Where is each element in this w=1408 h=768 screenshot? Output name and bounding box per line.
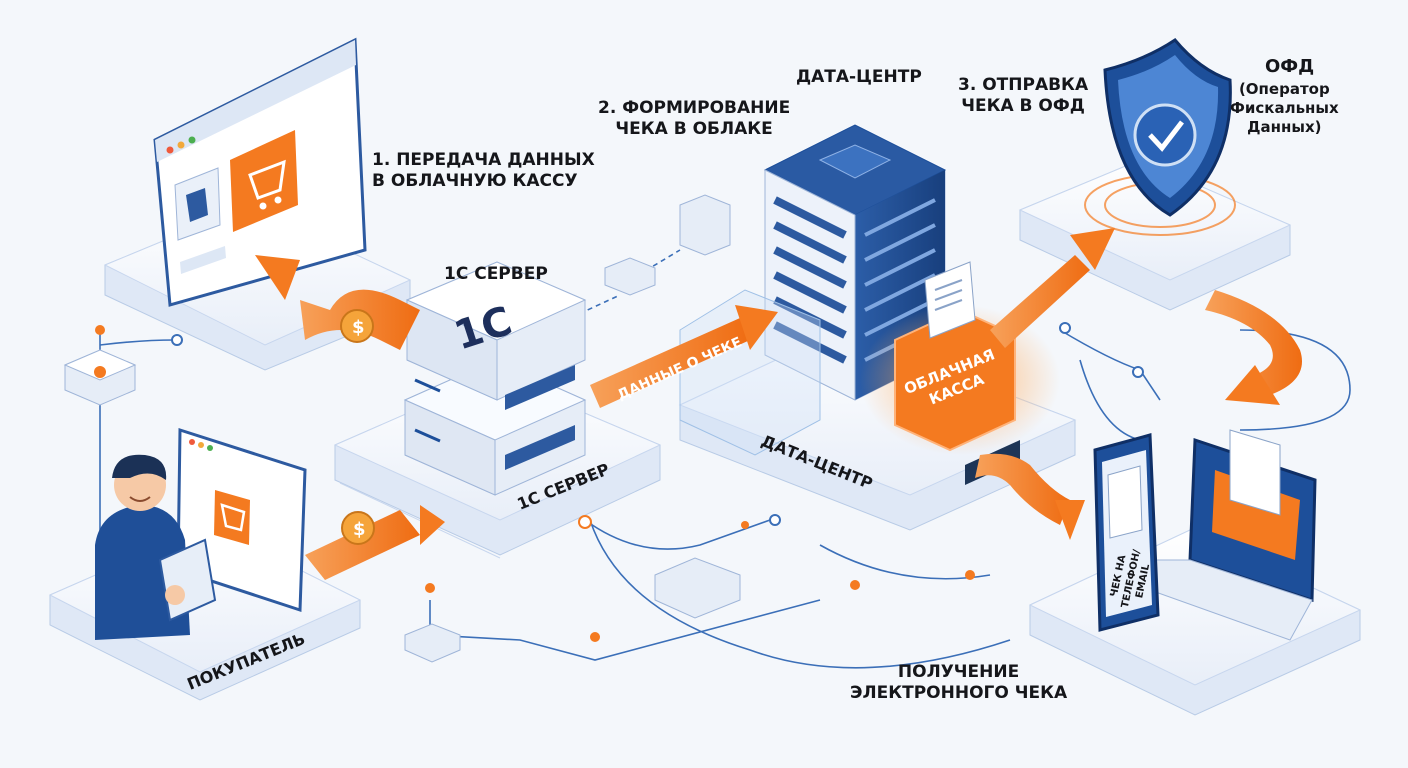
coin-symbol: $ <box>353 519 366 540</box>
step3-label: 3. ОТПРАВКА ЧЕКА В ОФД <box>958 75 1089 117</box>
connection-dots <box>95 325 975 642</box>
ofd-title: ОФД <box>1265 56 1315 77</box>
step1-label: 1. ПЕРЕДАЧА ДАННЫХ В ОБЛАЧНУЮ КАССУ <box>372 150 595 192</box>
smartphone-icon <box>1093 433 1160 632</box>
receive-label: ПОЛУЧЕНИЕ ЭЛЕКТРОННОГО ЧЕКА <box>850 662 1068 704</box>
datacenter-top-label: ДАТА-ЦЕНТР <box>796 67 922 87</box>
shop-monitor <box>153 37 367 307</box>
connection-lines <box>99 249 1351 669</box>
shield-check-icon <box>1103 38 1232 217</box>
coin-symbol: $ <box>352 317 365 338</box>
cloud-cash-box <box>894 261 1016 452</box>
network-node-icon <box>63 194 741 663</box>
receipt-icon <box>1229 429 1281 516</box>
server-1c <box>403 261 587 496</box>
ofd-subtitle: (Оператор Фискальных Данных) <box>1230 80 1339 136</box>
server-top-label: 1С СЕРВЕР <box>444 264 548 284</box>
ofd-platform <box>1018 159 1292 311</box>
coin-dollar-icon <box>340 309 375 545</box>
flow-arrows <box>255 228 1302 580</box>
connection-dots-blue <box>171 322 1144 526</box>
laptop-icon <box>1149 429 1317 641</box>
shopping-cart-icon <box>230 130 298 232</box>
step2-label: 2. ФОРМИРОВАНИЕ ЧЕКА В ОБЛАКЕ <box>598 98 791 140</box>
person-icon <box>95 454 217 640</box>
receipt-icon <box>924 261 976 339</box>
receipt-icon <box>1107 465 1143 539</box>
